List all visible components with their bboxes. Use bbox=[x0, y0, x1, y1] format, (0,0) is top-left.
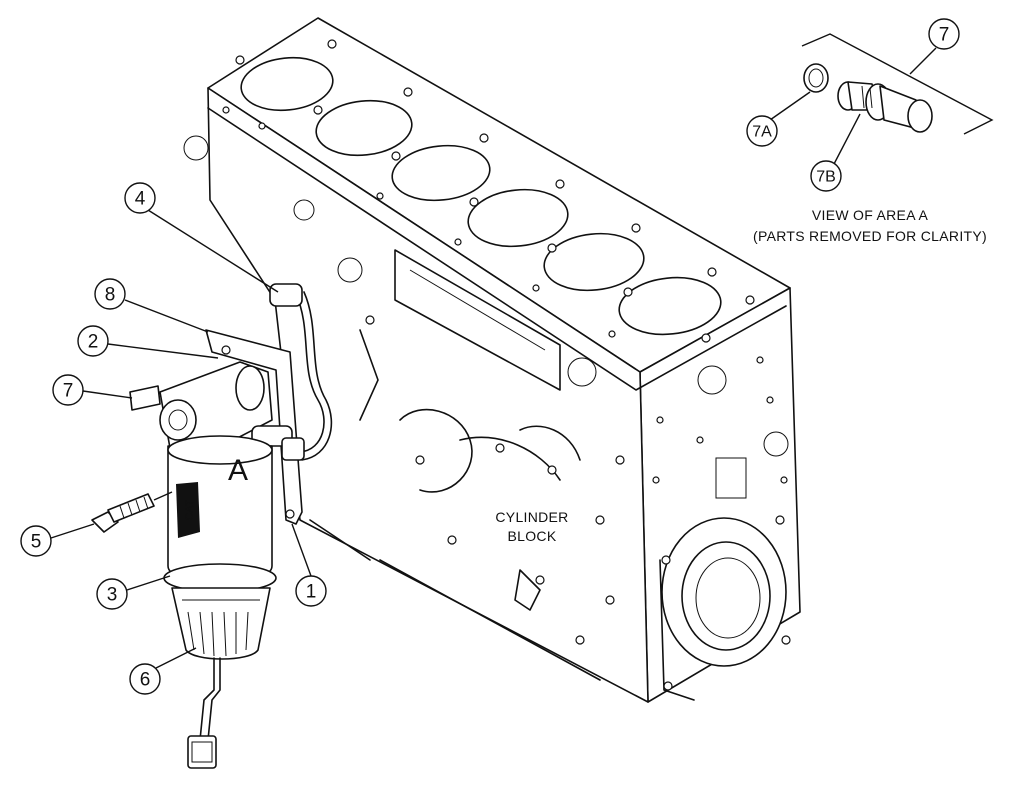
callout-8: 8 bbox=[105, 285, 116, 306]
callout-4: 4 bbox=[135, 189, 146, 210]
callout-7-detail: 7 bbox=[939, 25, 950, 46]
callout-2: 2 bbox=[88, 332, 99, 353]
callout-6: 6 bbox=[140, 670, 151, 691]
cylinder-bores bbox=[240, 56, 722, 336]
callout-7a: 7A bbox=[752, 124, 772, 141]
engine-block bbox=[183, 17, 801, 703]
deck-bolt-holes bbox=[222, 39, 755, 343]
cat-logo: CAT bbox=[176, 482, 200, 538]
crankshaft-seal-housing bbox=[659, 515, 791, 701]
fuel-filter-assembly: CAT bbox=[129, 361, 305, 769]
view-caption-line1: VIEW OF AREA A bbox=[812, 207, 929, 223]
filter-mounting-base bbox=[205, 329, 303, 525]
cylinder-block-label-line1: CYLINDER bbox=[495, 509, 568, 525]
callout-7b: 7B bbox=[816, 169, 836, 186]
cylinder-block-label-line2: BLOCK bbox=[508, 528, 557, 544]
sensor-connector bbox=[187, 735, 217, 769]
area-marker-a: A bbox=[228, 454, 248, 487]
callouts: 1 2 3 4 5 6 7 8 bbox=[20, 182, 327, 695]
end-face-details bbox=[652, 356, 789, 499]
callout-7: 7 bbox=[63, 381, 74, 402]
bolt-item-5 bbox=[91, 493, 155, 533]
water-separator-bowl bbox=[171, 587, 271, 660]
fitting-7b bbox=[837, 81, 933, 133]
fitting-item-7 bbox=[129, 385, 161, 411]
svg-text:CAT: CAT bbox=[184, 499, 197, 521]
fuel-lines bbox=[269, 283, 333, 461]
block-side-details bbox=[183, 135, 625, 681]
view-caption-line2: (PARTS REMOVED FOR CLARITY) bbox=[753, 228, 987, 244]
callout-5: 5 bbox=[31, 532, 42, 553]
callout-3: 3 bbox=[107, 585, 118, 606]
o-ring-7a bbox=[803, 63, 829, 93]
detail-view-area-a: 7 7A 7B VIEW OF AREA A (PARTS REMOVED FO… bbox=[746, 18, 994, 244]
callout-1: 1 bbox=[306, 582, 317, 603]
